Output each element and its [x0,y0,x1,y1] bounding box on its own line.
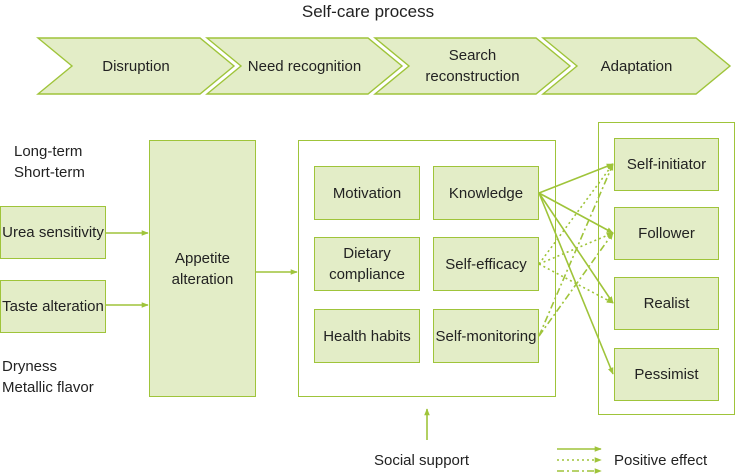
stage-label-disruption: Disruption [102,57,170,75]
appetite-alteration-label: Appetite alteration [171,249,234,288]
duration-label-short-term: Short-term [14,164,85,181]
factor-box-urea-sensitivity: Urea sensitivity [0,206,106,259]
inner-label-motivation: Motivation [332,184,402,202]
stage-label-adaptation: Adaptation [600,57,673,75]
outcome-box-pessimist: Pessimist [614,348,719,401]
outcome-box-realist: Realist [614,277,719,330]
outcome-label-realist: Realist [643,295,690,312]
outcome-label-self-initiator: Self-initiator [626,156,707,173]
inner-label-health-habits: Health habits [323,327,411,345]
legend-label-positive-effect: Positive effect [614,452,708,469]
factor-label-urea-sensitivity: Urea sensitivity [2,224,104,241]
arrow-self-monitoring-to-self-initiator [538,163,614,337]
inner-box-health-habits: Health habits [314,309,420,363]
stage-chevron-adaptation [541,37,732,95]
outcome-label-pessimist: Pessimist [634,366,699,383]
outcome-box-self-initiator: Self-initiator [614,138,719,191]
stage-chevron-need-recognition [205,37,404,95]
inner-box-motivation: Motivation [314,166,420,220]
inner-label-self-efficacy: Self-efficacy [445,255,527,273]
stage-chevron-search-reconstruction [373,37,572,95]
inner-label-self-monitoring: Self-monitoring [435,327,537,345]
arrow-self-efficacy-to-self-initiator [538,163,614,265]
arrow-knowledge-to-self-initiator [538,163,614,194]
inner-label-knowledge: Knowledge [448,184,524,202]
arrow-knowledge-to-follower [538,192,614,234]
factor-box-taste-alteration: Taste alteration [0,280,106,333]
diagram-title: Self-care process [301,2,435,21]
duration-label-long-term: Long-term [14,143,83,160]
social-support-label: Social support [374,452,470,469]
stage-label-search-reconstruction: Search reconstruction [425,47,520,85]
symptom-label-dryness: Dryness [2,358,58,375]
outcomes-frame [598,122,735,415]
inner-label-dietary-compliance: Dietary compliance [329,245,405,283]
inner-box-knowledge: Knowledge [433,166,539,220]
inner-box-dietary-compliance: Dietary compliance [314,237,420,291]
stage-chevron-disruption [36,37,236,95]
outcome-box-follower: Follower [614,207,719,260]
appetite-alteration-box: Appetite alteration [149,140,256,397]
inner-box-self-efficacy: Self-efficacy [433,237,539,291]
arrow-self-monitoring-to-follower [538,232,614,337]
symptom-label-metallic-flavor: Metallic flavor [2,379,94,396]
outcome-label-follower: Follower [638,225,695,242]
factor-label-taste-alteration: Taste alteration [2,298,104,315]
stage-label-need-recognition: Need recognition [247,57,362,75]
inner-box-self-monitoring: Self-monitoring [433,309,539,363]
self-care-factors-frame [298,140,556,397]
